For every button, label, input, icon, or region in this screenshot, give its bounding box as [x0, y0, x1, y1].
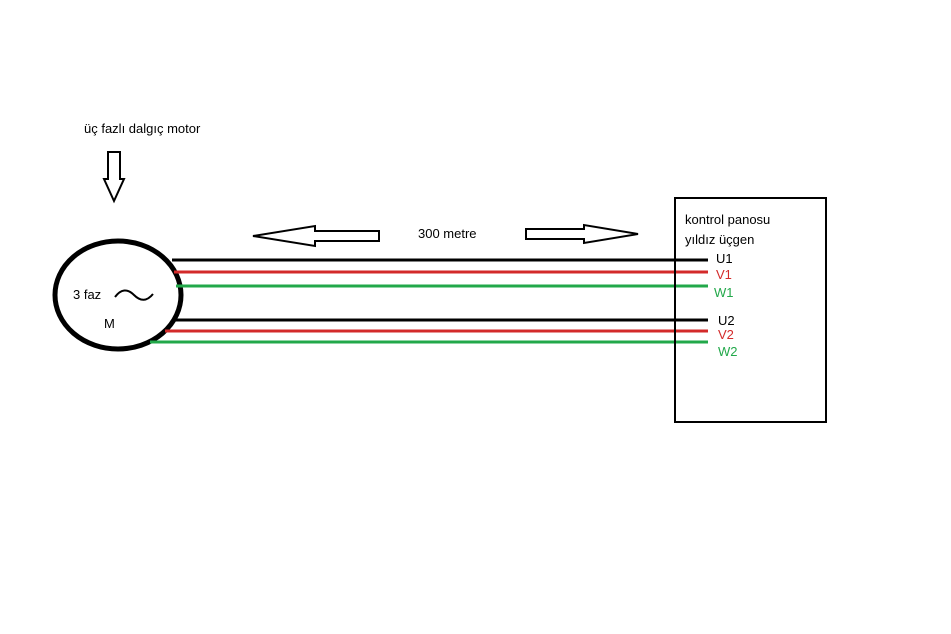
right-arrow-icon [525, 223, 639, 245]
panel-title-line1: kontrol panosu [685, 212, 770, 227]
control-panel-box [674, 197, 827, 423]
terminal-v2: V2 [718, 327, 734, 342]
distance-label: 300 metre [418, 226, 477, 241]
terminal-w2: W2 [718, 344, 738, 359]
terminal-u1: U1 [716, 251, 733, 266]
down-arrow-icon [102, 151, 126, 204]
motor-caption: üç fazlı dalgıç motor [84, 121, 201, 136]
motor-phase-label: 3 faz [73, 287, 101, 302]
motor-symbol [52, 238, 184, 352]
ac-wave-icon [114, 289, 154, 301]
motor-m-label: M [104, 316, 115, 331]
terminal-v1: V1 [716, 267, 732, 282]
left-arrow-icon [252, 224, 380, 248]
terminal-u2: U2 [718, 313, 735, 328]
terminal-w1: W1 [714, 285, 734, 300]
panel-title-line2: yıldız üçgen [685, 232, 754, 247]
